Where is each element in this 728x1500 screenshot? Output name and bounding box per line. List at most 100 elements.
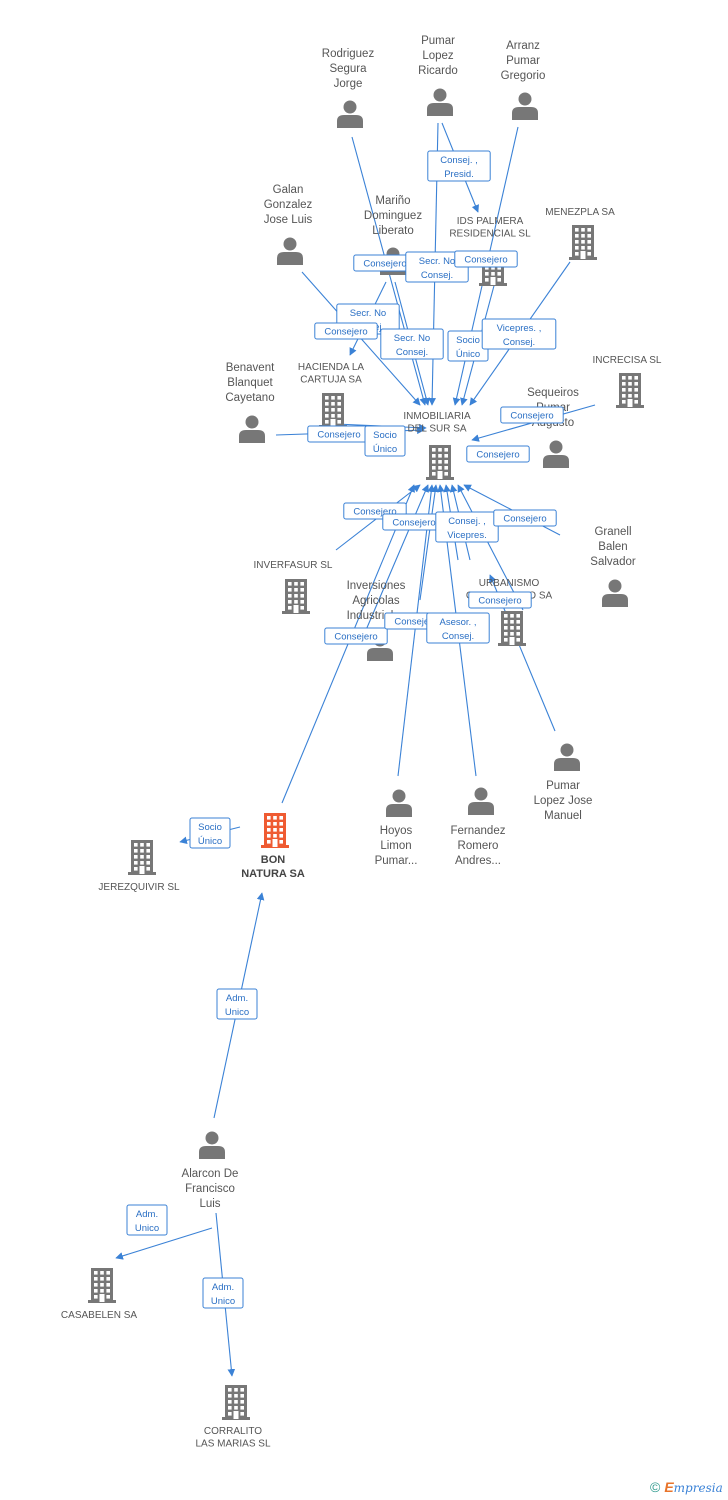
edge-label-text: Secr. No — [350, 308, 386, 319]
edge-label-text: Unico — [211, 1296, 235, 1307]
edge-label-text: Consej. — [503, 337, 535, 348]
edge-label-box — [314, 322, 378, 340]
node-label: INCRECISA SL — [593, 355, 662, 366]
node-label: Sequeiros — [527, 387, 579, 399]
edge-label-consej-vicepres[interactable]: Consej. ,Vicepres. — [435, 511, 499, 543]
edge-label-text: Adm. — [212, 1282, 234, 1293]
node-label: DEL SUR SA — [407, 424, 466, 435]
node-label: Ricardo — [418, 65, 458, 77]
node-label: Cayetano — [225, 392, 274, 404]
edge-label-consejero-sequeiros[interactable]: Consejero — [466, 445, 530, 463]
footer-brand[interactable]: ©Empresia — [650, 1479, 723, 1495]
node-menezpla[interactable]: MENEZPLA SA — [545, 207, 615, 260]
edge-label-adm-unico-corr[interactable]: Adm. Unico — [202, 1277, 244, 1309]
node-label: MENEZPLA SA — [545, 207, 615, 218]
edge-label-vicepres-consej[interactable]: Vicepres. , Consej. — [481, 318, 557, 350]
edge-label-text: Secr. No — [419, 256, 455, 267]
edge-label-consej-presid[interactable]: Consej. ,Presid. — [427, 150, 491, 182]
node-label: Liberato — [372, 225, 414, 237]
person-icon — [427, 88, 453, 116]
node-label: Fernandez — [451, 825, 506, 837]
edge-label-consejero-granell[interactable]: Consejero — [493, 509, 557, 527]
building-icon — [569, 225, 597, 260]
node-label: IDS PALMERA — [457, 216, 524, 227]
edge-label-text: Único — [373, 444, 397, 455]
node-casabelen[interactable]: CASABELEN SA — [61, 1268, 137, 1321]
edge-label-text: Vicepres. — [447, 530, 486, 541]
building-icon — [128, 840, 156, 875]
person-icon — [239, 415, 265, 443]
edge-label-box — [427, 150, 491, 182]
edge-label-consejero-ids[interactable]: Consejero — [454, 250, 518, 268]
edge-label-text: Consej. — [421, 270, 453, 281]
edge-label-consejero-benavent[interactable]: Consejero — [307, 425, 371, 443]
node-label: Mariño — [375, 195, 410, 207]
node-label: Pumar — [506, 55, 540, 67]
edge-label-consejero-galan[interactable]: Consejero — [314, 322, 378, 340]
edge-label-box — [493, 509, 557, 527]
node-label: CASABELEN SA — [61, 1310, 137, 1321]
node-hoyos[interactable]: HoyosLimonPumar... — [375, 789, 418, 868]
node-label: HACIENDA LA — [298, 362, 364, 373]
edge-label-text: Consej. — [396, 347, 428, 358]
node-label: Romero — [458, 840, 499, 852]
edge-label-text: Vicepres. , — [497, 323, 542, 334]
node-sequeiros[interactable]: SequeirosPumarAugusto — [527, 387, 579, 468]
edge-label-box — [126, 1204, 168, 1236]
node-label: Francisco — [185, 1183, 235, 1195]
edge-label-consejero-bon[interactable]: Consejero — [324, 627, 388, 645]
relationship-edge — [115, 1227, 213, 1260]
copyright-icon: © — [650, 1479, 661, 1495]
node-label: Lopez Jose — [534, 795, 593, 807]
relationship-edge — [397, 484, 436, 777]
brand-name: mpresia — [673, 1481, 723, 1495]
building-icon — [261, 813, 289, 848]
node-label: Lopez — [422, 50, 454, 62]
node-label: Inversiones — [347, 580, 406, 592]
node-jerezquivir[interactable]: JEREZQUIVIR SL — [98, 840, 180, 893]
edge-label-text: Consejero — [317, 430, 360, 441]
node-inverfasur[interactable]: INVERFASUR SL — [254, 560, 333, 614]
node-fernandez[interactable]: FernandezRomeroAndres... — [451, 787, 506, 868]
node-increcisa[interactable]: INCRECISA SL — [593, 355, 662, 408]
edge-label-adm-unico-bon[interactable]: Adm.Unico — [216, 988, 258, 1020]
person-icon — [554, 743, 580, 771]
edge-label-text: Único — [456, 349, 480, 360]
edge-label-text: Socio — [198, 822, 222, 833]
person-icon — [468, 787, 494, 815]
edge-label-asesor-consej[interactable]: Asesor. ,Consej. — [426, 612, 490, 644]
edge-label-text: Unico — [225, 1007, 249, 1018]
nodes-layer: RodriguezSeguraJorgePumarLopezRicardoArr… — [61, 35, 662, 1450]
person-icon — [602, 579, 628, 607]
edge-label-text: Consej. , — [440, 155, 478, 166]
edge-label-text: Socio — [456, 335, 480, 346]
node-label: Gregorio — [501, 70, 546, 82]
node-label: CORRALITO — [204, 1426, 262, 1437]
person-icon — [386, 789, 412, 817]
edge-label-text: Consejero — [503, 514, 546, 525]
edge-label-adm-unico-casa[interactable]: Adm.Unico — [126, 1204, 168, 1236]
edge-label-text: Consejero — [353, 507, 396, 518]
node-label: Pumar — [421, 35, 455, 47]
node-label: Benavent — [226, 362, 275, 374]
edge-label-consejero-increcisa[interactable]: Consejero — [500, 406, 564, 424]
edge-label-consejero-urbanismo[interactable]: Consejero — [468, 591, 532, 609]
edge-label-secr-no-consej-1[interactable]: Secr. No Consej. — [405, 251, 469, 283]
